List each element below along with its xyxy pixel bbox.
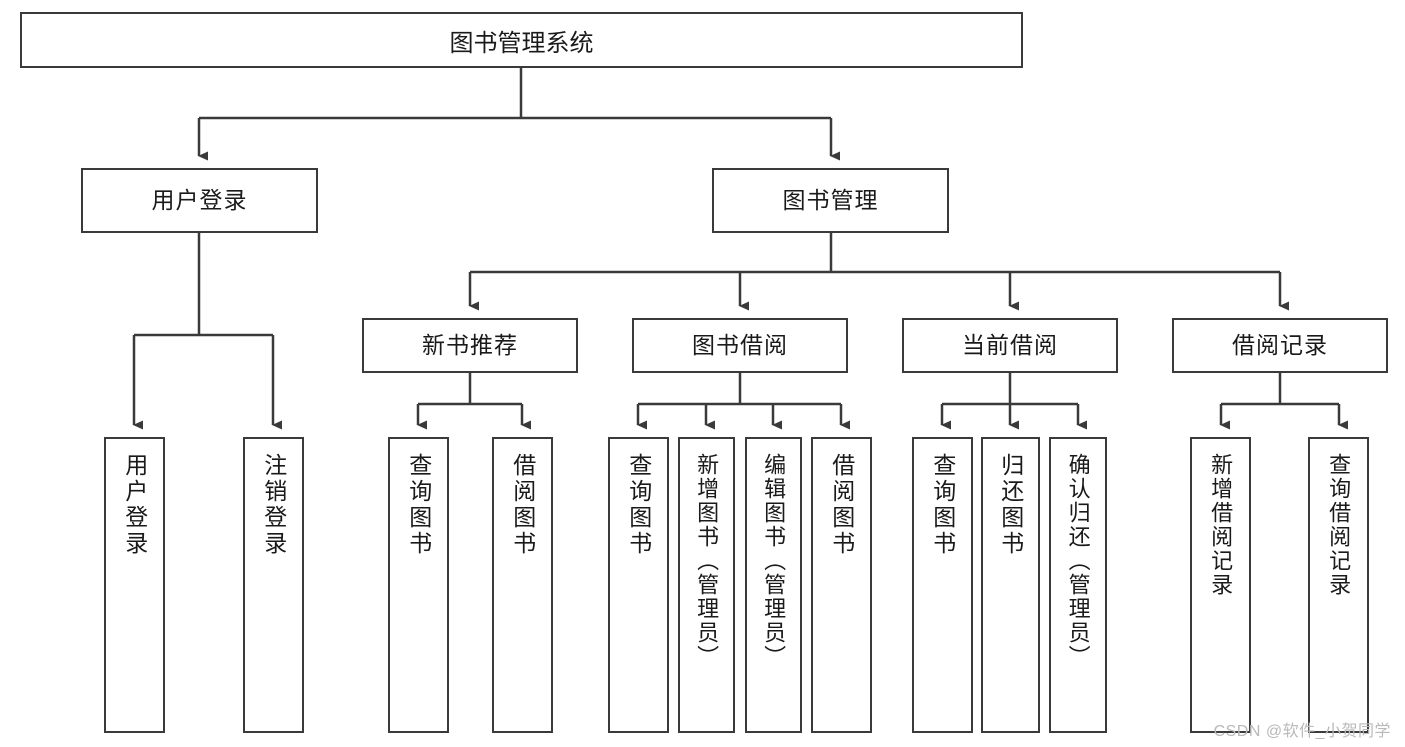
node-label: 借阅图书: [828, 453, 855, 557]
node-label: 图书管理系统: [449, 29, 594, 57]
leaf-edit-book-admin[interactable]: 编辑图书（管理员）: [745, 437, 802, 733]
node-borrow-record[interactable]: 借阅记录: [1172, 318, 1388, 373]
leaf-borrow-book[interactable]: 借阅图书: [811, 437, 872, 733]
leaf-borrow-book-recommend[interactable]: 借阅图书: [492, 437, 553, 733]
node-label: 新增借阅记录: [1208, 453, 1234, 597]
leaf-user-login[interactable]: 用户登录: [104, 437, 165, 733]
leaf-add-borrow-record[interactable]: 新增借阅记录: [1190, 437, 1251, 733]
node-root-system[interactable]: 图书管理系统: [20, 12, 1023, 68]
node-label: 用户登录: [151, 186, 248, 213]
node-label: 图书管理: [782, 186, 879, 213]
leaf-query-book-current[interactable]: 查询图书: [912, 437, 973, 733]
leaf-return-book[interactable]: 归还图书: [981, 437, 1040, 733]
node-new-book-recommend[interactable]: 新书推荐: [362, 318, 578, 373]
node-label: 用户登录: [121, 453, 148, 557]
leaf-logout-login[interactable]: 注销登录: [243, 437, 304, 733]
node-current-borrow[interactable]: 当前借阅: [902, 318, 1118, 373]
node-book-management[interactable]: 图书管理: [712, 168, 949, 233]
node-label: 编辑图书（管理员）: [761, 453, 787, 669]
node-label: 新增图书（管理员）: [694, 453, 720, 669]
leaf-confirm-return-admin[interactable]: 确认归还（管理员）: [1049, 437, 1107, 733]
node-label: 新书推荐: [422, 331, 518, 358]
csdn-watermark: CSDN @软件_小贺同学: [1213, 723, 1391, 740]
node-label: 图书借阅: [692, 331, 788, 358]
node-book-borrow[interactable]: 图书借阅: [632, 318, 848, 373]
node-label: 查询图书: [929, 453, 956, 557]
node-label: 注销登录: [260, 453, 287, 557]
leaf-query-book-recommend[interactable]: 查询图书: [388, 437, 449, 733]
leaf-query-borrow-record[interactable]: 查询借阅记录: [1308, 437, 1369, 733]
node-label: 查询图书: [625, 453, 652, 557]
leaf-query-book-borrow[interactable]: 查询图书: [608, 437, 669, 733]
leaf-add-book-admin[interactable]: 新增图书（管理员）: [678, 437, 735, 733]
node-label: 查询借阅记录: [1326, 453, 1352, 597]
node-label: 借阅图书: [509, 453, 536, 557]
node-label: 确认归还（管理员）: [1065, 453, 1091, 669]
node-label: 归还图书: [997, 453, 1024, 557]
node-label: 借阅记录: [1232, 331, 1328, 358]
node-label: 当前借阅: [962, 331, 1058, 358]
node-user-login[interactable]: 用户登录: [81, 168, 318, 233]
node-label: 查询图书: [405, 453, 432, 557]
